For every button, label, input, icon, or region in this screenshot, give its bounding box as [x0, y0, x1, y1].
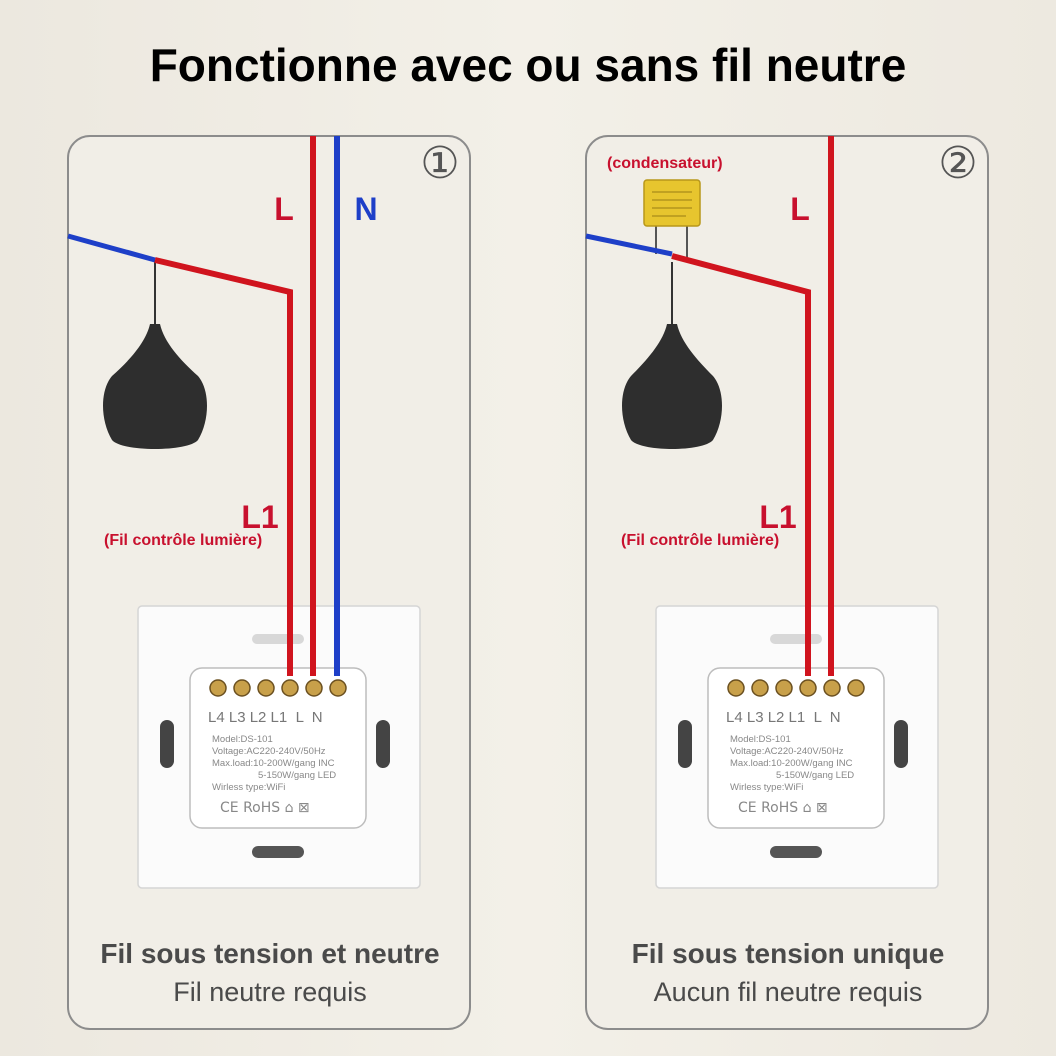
panel-1-neutral-lamp-wire: [67, 233, 156, 263]
page-title: Fonctionne avec ou sans fil neutre: [149, 39, 907, 91]
panel-2-caption-title: Fil sous tension unique: [631, 938, 945, 969]
panel-2-spec-line: Max.load:10-200W/gang INC: [730, 758, 853, 769]
panel-1-mount-left: [160, 720, 174, 768]
panel-1-cert-marks: CE RoHS ⌂ ⊠: [220, 800, 310, 816]
panel-2-spec-line: 5-150W/gang LED: [776, 770, 854, 781]
panel-1-number: ①: [420, 138, 459, 189]
panel-2-caption: Aucun fil neutre requis: [653, 977, 923, 1007]
panel-2-spec-text: Model:DS-101 Voltage:AC220-240V/50Hz Max…: [730, 734, 854, 793]
panel-1-control-note: (Fil contrôle lumière): [104, 532, 263, 549]
panel-2-lamp-icon: [622, 324, 722, 449]
panel-1-caption: Fil neutre requis: [173, 977, 367, 1007]
panel-1-spec-line: 5-150W/gang LED: [258, 770, 336, 781]
panel-2-switch-module: [707, 667, 885, 829]
panel-1-spec-text: Model:DS-101 Voltage:AC220-240V/50Hz Max…: [212, 734, 336, 793]
panel-2-neutral-lamp-wire: [585, 233, 673, 257]
panel-1-neutral-label: N: [354, 191, 377, 227]
panel-2-mount-bottom: [770, 846, 822, 858]
panel-2-spec-line: Model:DS-101: [730, 734, 791, 745]
panel-1-terminal-screws: [209, 679, 347, 697]
panel-2-number: ②: [938, 138, 977, 189]
panel-1-mount-right: [376, 720, 390, 768]
panel-1-control-wire: [154, 257, 293, 676]
panel-1-live-label: L: [274, 191, 294, 227]
panel-2-mount-left: [678, 720, 692, 768]
panel-2-terminal-labels: L4 L3 L2 L1 L N: [726, 709, 841, 726]
panel-1-switch-module: [189, 667, 367, 829]
panel-1-frame: [67, 135, 471, 1030]
panel-2-live-label: L: [790, 191, 810, 227]
panel-1-control-label: L1: [241, 499, 278, 535]
panel-2-capacitor-note: (condensateur): [607, 155, 723, 172]
panel-2-mount-right: [894, 720, 908, 768]
panel-2-control-label: L1: [759, 499, 796, 535]
panel-2-spec-line: Voltage:AC220-240V/50Hz: [730, 746, 844, 757]
panel-1-lamp-icon: [103, 324, 207, 449]
panel-1-caption-title: Fil sous tension et neutre: [100, 938, 440, 969]
panel-2-capacitor-print: [652, 191, 692, 217]
panel-2-mount-top: [770, 634, 822, 644]
panel-1-mount-bottom: [252, 846, 304, 858]
panel-1-spec-line: Voltage:AC220-240V/50Hz: [212, 746, 326, 757]
panel-2-control-note: (Fil contrôle lumière): [621, 532, 780, 549]
panel-2-terminal-screws: [727, 679, 865, 697]
panel-2-capacitor-icon: [643, 179, 701, 227]
panel-1-spec-line: Max.load:10-200W/gang INC: [212, 758, 335, 769]
panel-1-spec-line: Wirless type:WiFi: [212, 782, 285, 793]
panel-2-cert-marks: CE RoHS ⌂ ⊠: [738, 800, 828, 816]
panel-2-control-wire: [671, 253, 811, 676]
panel-2-frame: [585, 135, 989, 1030]
panel-1-spec-line: Model:DS-101: [212, 734, 273, 745]
panel-1-mount-top: [252, 634, 304, 644]
panel-1-terminal-labels: L4 L3 L2 L1 L N: [208, 709, 323, 726]
panel-2-spec-line: Wirless type:WiFi: [730, 782, 803, 793]
